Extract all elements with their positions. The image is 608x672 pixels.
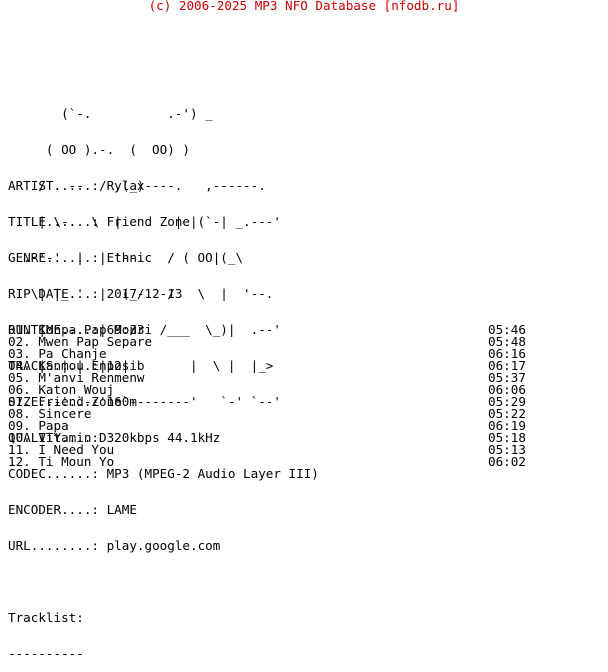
logo-line: | \-. \ | | |(`-| _.---': [8, 214, 281, 229]
tracklist-rule: ----------: [8, 646, 84, 661]
info-row-size: SIZE.......: 160m: [8, 394, 137, 409]
logo-line: .-'-' | | '--. / ( OO|(_\: [8, 250, 244, 265]
info-row-url: URL........: play.google.com: [8, 538, 221, 553]
nfo-document: (`-. .-') _ ( OO ).-. ( OO) ) / . --. / …: [8, 24, 281, 444]
site-header: (c) 2006-2025 MP3 NFO Database [nfodb.ru…: [148, 0, 460, 13]
logo-line: | .-. | / /___ \_)| .--': [8, 322, 281, 337]
info-row-artist: ARTIST.....: Rylax: [8, 178, 145, 193]
info-row-title: TITLE......: Friend Zone: [8, 214, 190, 229]
logo-line: `--' `--' `--------' `-' `--': [8, 394, 281, 409]
ascii-logo: (`-. .-') _ ( OO ).-. ( OO) ) / . --. / …: [8, 48, 281, 432]
tracklist-heading: Tracklist:: [8, 610, 84, 625]
logo-line: \| |_.' | (_/ / \ | '--.: [8, 286, 274, 301]
logo-line: ( OO ).-. ( OO) ): [8, 142, 190, 157]
info-row-encoder: ENCODER....: LAME: [8, 502, 137, 517]
logo-line: (`-. .-') _: [8, 106, 213, 121]
info-row-runtime: RUNTIME....: 69:33: [8, 322, 145, 337]
info-row-rip-date: RIP DATE...: 2017-12-13: [8, 286, 183, 301]
logo-line: / . --. / ,(_)----. ,------.: [8, 178, 266, 193]
logo-line: | | | | | | \ | |_>: [8, 358, 274, 373]
info-row-quality: QUALITY....: 320kbps 44.1kHz: [8, 430, 221, 445]
info-row-tracks: TRACKS.....: 12: [8, 358, 122, 373]
info-row-codec: CODEC......: MP3 (MPEG-2 Audio Layer III…: [8, 466, 319, 481]
info-row-genre: GENRE......: Ethnic: [8, 250, 153, 265]
